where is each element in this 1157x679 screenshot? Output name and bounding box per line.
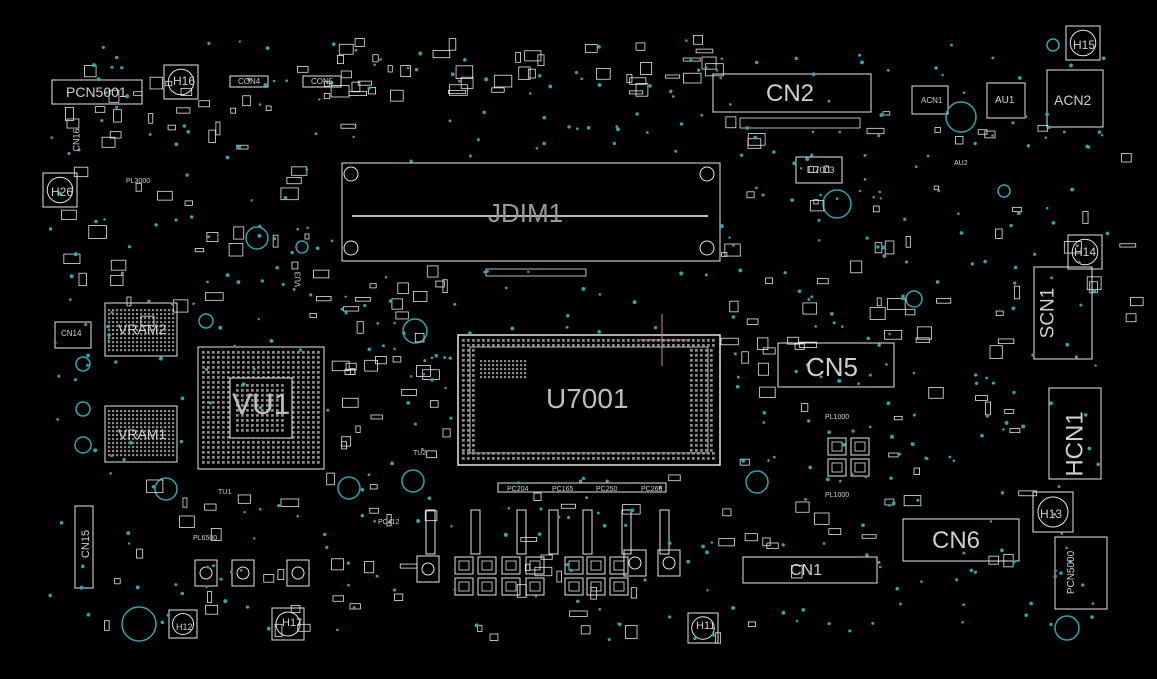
label-h15[interactable]: H15: [1073, 38, 1096, 52]
label-u7003[interactable]: U7003: [808, 165, 835, 175]
label-scn1[interactable]: SCN1: [1037, 287, 1059, 339]
label-cn5[interactable]: CN5: [806, 352, 859, 382]
label-h12[interactable]: H12: [176, 622, 193, 632]
label-pc266[interactable]: PC266: [641, 486, 663, 493]
label-con4[interactable]: CON4: [238, 77, 261, 86]
label-vram1[interactable]: VRAM1: [118, 426, 167, 442]
label-u7001[interactable]: U7001: [546, 383, 629, 414]
label-h26[interactable]: H26: [51, 185, 74, 199]
label-pl3000[interactable]: PL3000: [126, 178, 151, 185]
label-pl6500[interactable]: PL6500: [193, 535, 218, 542]
label-pcn5000[interactable]: PCN5000: [1066, 550, 1078, 595]
label-jdim1[interactable]: JDIM1: [488, 198, 564, 228]
label-con5[interactable]: CON5: [311, 77, 334, 86]
label-cn6[interactable]: CN6: [932, 527, 981, 554]
label-pc412[interactable]: PC412: [378, 519, 400, 526]
label-acn2[interactable]: ACN2: [1054, 92, 1092, 108]
label-h11[interactable]: H11: [696, 620, 716, 632]
label-au2[interactable]: AU2: [954, 160, 968, 167]
label-acn1[interactable]: ACN1: [921, 96, 943, 105]
label-h17[interactable]: H17: [282, 617, 303, 629]
label-h16[interactable]: H16: [173, 74, 196, 88]
label-pc250[interactable]: PC250: [596, 486, 618, 493]
label-cn1[interactable]: CN1: [790, 562, 823, 579]
label-cn15[interactable]: CN15: [80, 529, 93, 559]
label-vu3[interactable]: VU3: [293, 271, 303, 288]
label-pc204[interactable]: PC204: [507, 486, 529, 493]
label-tu2[interactable]: TU2: [413, 450, 427, 457]
label-pl1000b[interactable]: PL1000: [825, 492, 850, 499]
label-tu1[interactable]: TU1: [218, 489, 232, 496]
label-vu1[interactable]: VU1: [232, 388, 291, 421]
label-h13[interactable]: H13: [1040, 507, 1063, 521]
label-cn16[interactable]: CN16: [71, 128, 82, 152]
label-cn14[interactable]: CN14: [61, 329, 82, 338]
label-pl1000a[interactable]: PL1000: [825, 414, 850, 421]
label-hcn1[interactable]: HCN1: [1061, 411, 1089, 477]
label-cn2[interactable]: CN2: [766, 80, 815, 107]
label-pcn5001[interactable]: PCN5001: [66, 84, 127, 100]
label-au1[interactable]: AU1: [995, 95, 1015, 106]
label-pc165[interactable]: PC165: [552, 486, 574, 493]
label-vram2[interactable]: VRAM2: [118, 321, 167, 337]
label-h14[interactable]: H14: [1074, 245, 1097, 259]
